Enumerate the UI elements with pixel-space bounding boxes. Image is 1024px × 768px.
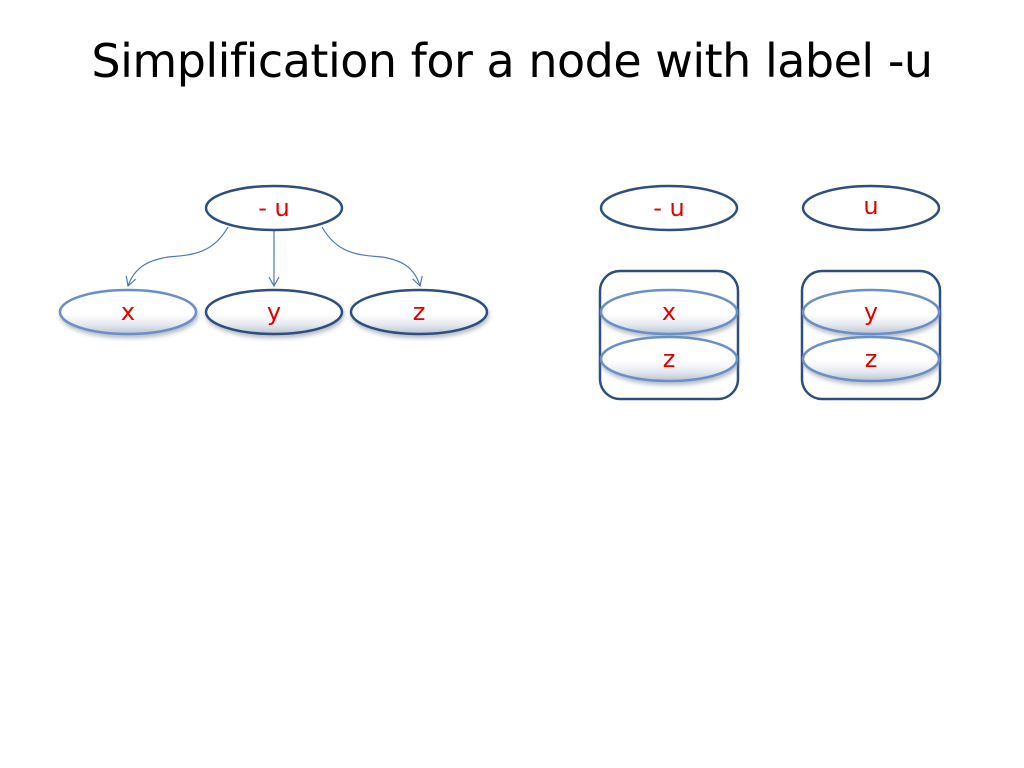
right-graph: - u x z u y z bbox=[598, 184, 942, 401]
node-label: u bbox=[863, 192, 878, 220]
node-label: z bbox=[663, 345, 676, 373]
node-label: z bbox=[865, 345, 878, 373]
node-label: z bbox=[413, 298, 426, 326]
node-label: y bbox=[267, 298, 281, 326]
node-root-neg-u[interactable]: - u bbox=[204, 184, 344, 232]
node-group-b-z[interactable]: z bbox=[801, 335, 941, 383]
node-label: x bbox=[121, 298, 135, 326]
left-graph: - u x y z bbox=[58, 184, 489, 336]
node-label: - u bbox=[653, 194, 685, 222]
node-z[interactable]: z bbox=[349, 288, 489, 336]
slide-title: Simplification for a node with label -u bbox=[91, 34, 933, 88]
node-group-b-head[interactable]: u bbox=[801, 184, 941, 232]
node-group-a-x[interactable]: x bbox=[599, 288, 739, 336]
group-b: u y z bbox=[800, 184, 942, 401]
node-label: - u bbox=[258, 194, 290, 222]
edge-root-to-z bbox=[321, 226, 423, 288]
node-x[interactable]: x bbox=[58, 288, 198, 336]
node-group-b-y[interactable]: y bbox=[801, 288, 941, 336]
node-y[interactable]: y bbox=[204, 288, 344, 336]
group-a: - u x z bbox=[598, 184, 740, 401]
node-group-a-z[interactable]: z bbox=[599, 335, 739, 383]
node-group-a-head[interactable]: - u bbox=[599, 184, 739, 232]
node-label: y bbox=[864, 298, 878, 326]
edge-root-to-x bbox=[125, 226, 229, 288]
node-label: x bbox=[662, 298, 676, 326]
